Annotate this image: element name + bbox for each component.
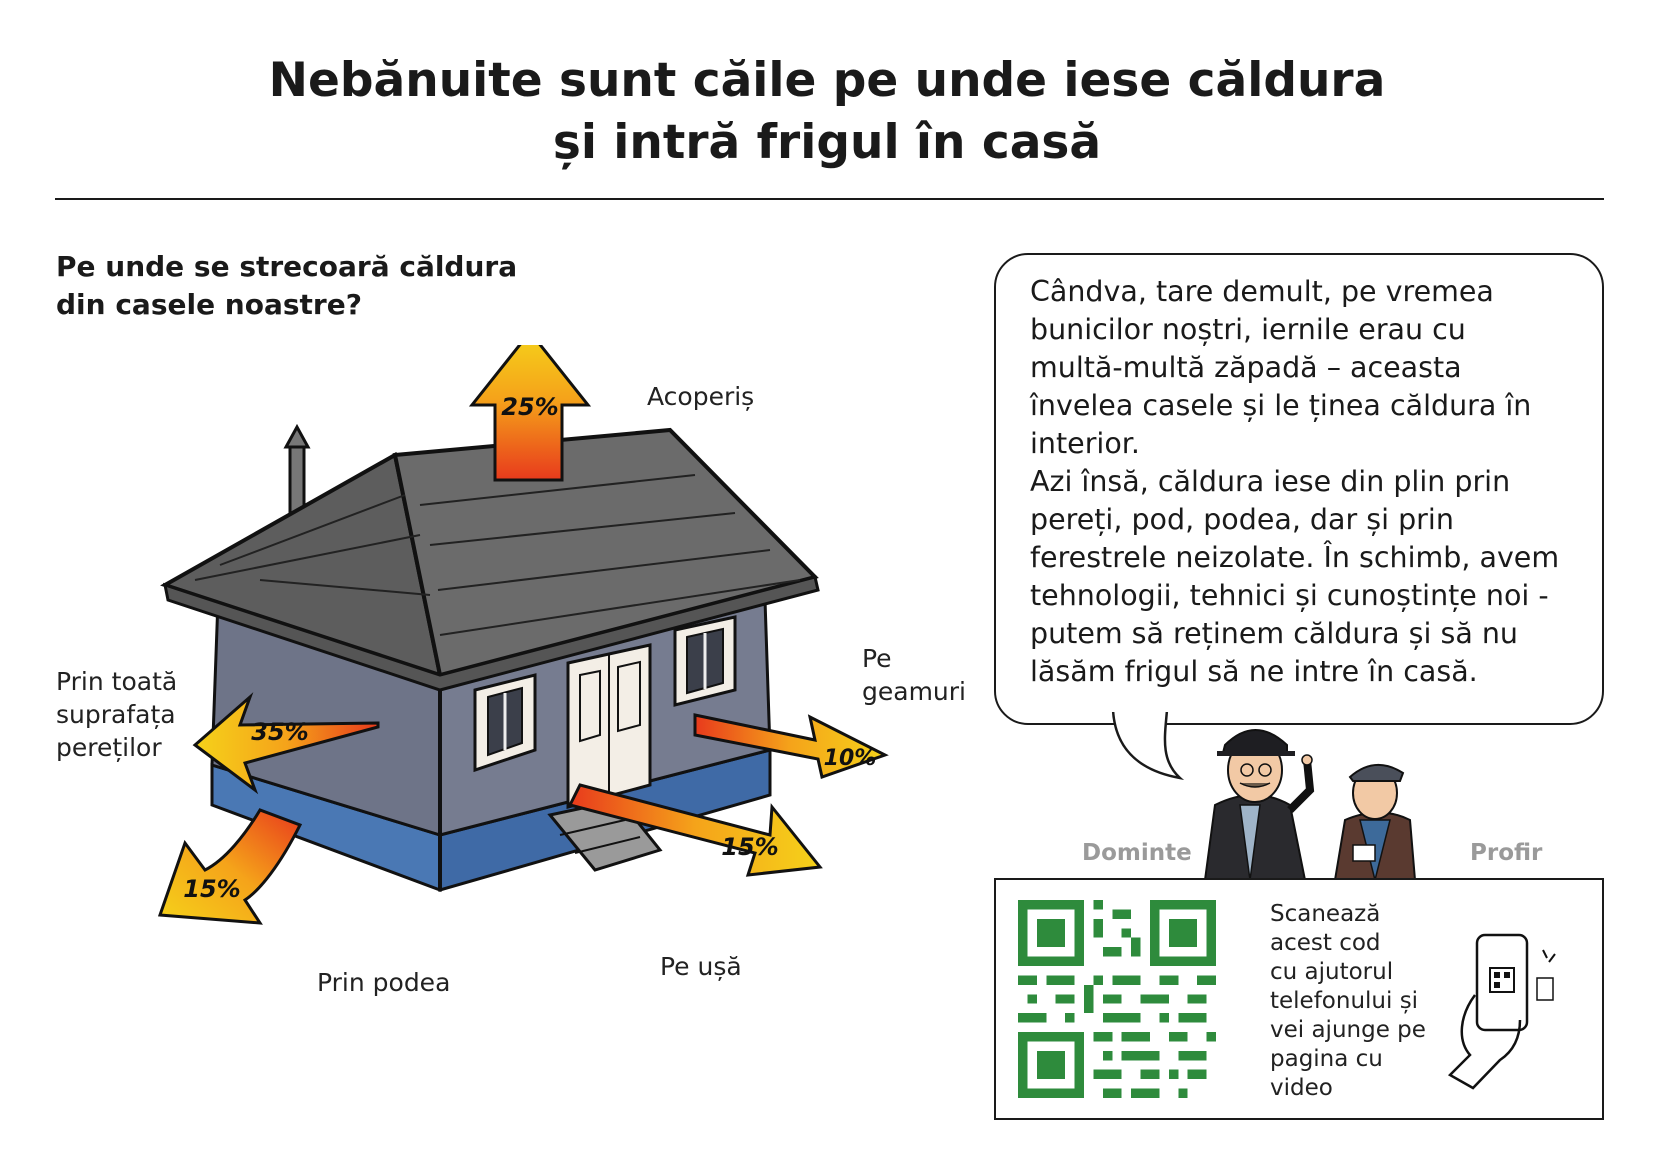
phone-scan-icon [1447, 933, 1556, 1090]
house-roof [160, 427, 820, 692]
title-divider [55, 198, 1604, 200]
bubble-line: putem să reținem căldura și să nu [1030, 617, 1518, 650]
bubble-line: multă-multă zăpadă – aceasta [1030, 351, 1462, 384]
subtitle-line-2: din casele noastre? [56, 288, 362, 321]
bubble-line: învelea casele și le ținea căldura în [1030, 389, 1532, 422]
page-title: Nebănuite sunt căile pe unde iese căldur… [0, 50, 1654, 174]
bubble-text: Cândva, tare demult, pe vremea bunicilor… [1030, 273, 1590, 691]
chimney [283, 423, 311, 527]
qr-instructions: Scanează acest cod cu ajutorul telefonul… [1270, 900, 1440, 1103]
arrow-roof-percent: 25% [501, 393, 558, 421]
house-door [566, 643, 652, 809]
character-name-dominte: Dominte [1082, 840, 1192, 866]
label-roof: Acoperiș [647, 382, 755, 411]
bubble-line: Cândva, tare demult, pe vremea [1030, 275, 1494, 308]
qr-line: acest cod [1270, 930, 1381, 956]
bubble-line: bunicilor noștri, iernile erau cu [1030, 313, 1466, 346]
qr-line: telefonului și [1270, 988, 1419, 1014]
characters-illustration [1203, 729, 1417, 880]
label-floor: Prin podea [317, 968, 451, 997]
arrow-windows-percent: 10% [824, 746, 877, 771]
bubble-line: tehnologii, tehnici și cunoștințe noi - [1030, 579, 1549, 612]
section-heading: Pe unde se strecoară căldura din casele … [56, 248, 596, 324]
label-walls-line-3: pereților [56, 733, 162, 762]
label-walls: Prin toată suprafața pereților [56, 665, 177, 764]
speech-bubble [994, 253, 1604, 725]
bubble-line: ferestrele neizolate. În schimb, avem [1030, 541, 1560, 574]
label-walls-line-1: Prin toată [56, 667, 178, 696]
bubble-line: Azi însă, căldura iese din plin prin [1030, 465, 1511, 498]
character-name-profir: Profir [1470, 840, 1543, 866]
label-windows: Pe geamuri [862, 642, 966, 708]
bubble-line: pereți, pod, podea, dar și prin [1030, 503, 1454, 536]
subtitle-line-1: Pe unde se strecoară căldura [56, 250, 518, 283]
label-door: Pe ușă [660, 952, 742, 981]
character-dominte [1203, 729, 1315, 880]
arrow-door: 15% [567, 783, 823, 877]
window-right [673, 615, 737, 707]
arrow-roof: 25% [468, 345, 592, 482]
qr-line: video [1270, 1075, 1333, 1101]
qr-line: vei ajunge pe [1270, 1017, 1426, 1043]
qr-line: cu ajutorul [1270, 959, 1394, 985]
arrow-floor-percent: 15% [183, 875, 240, 903]
window-left [473, 673, 537, 773]
title-line-1: Nebănuite sunt căile pe unde iese căldur… [268, 53, 1386, 108]
character-profir [1333, 764, 1417, 880]
qr-code[interactable] [1018, 900, 1216, 1098]
arrow-door-percent: 15% [721, 833, 778, 861]
bubble-line: interior. [1030, 427, 1140, 460]
qr-line: Scanează [1270, 901, 1381, 927]
arrow-walls-percent: 35% [251, 718, 308, 746]
arrow-walls: 35% [192, 692, 380, 795]
arrow-floor: 15% [157, 808, 303, 925]
label-windows-line-2: geamuri [862, 677, 966, 706]
label-windows-line-1: Pe [862, 644, 892, 673]
qr-line: pagina cu [1270, 1046, 1383, 1072]
bubble-line: lăsăm frigul să ne intre în casă. [1030, 655, 1478, 688]
title-line-2: și intră frigul în casă [552, 115, 1102, 170]
house-illustration: 25% 35% 10% 15% 15% [157, 345, 889, 925]
label-walls-line-2: suprafața [56, 700, 176, 729]
arrow-windows: 10% [693, 713, 889, 779]
speech-bubble-tail [1111, 710, 1185, 780]
